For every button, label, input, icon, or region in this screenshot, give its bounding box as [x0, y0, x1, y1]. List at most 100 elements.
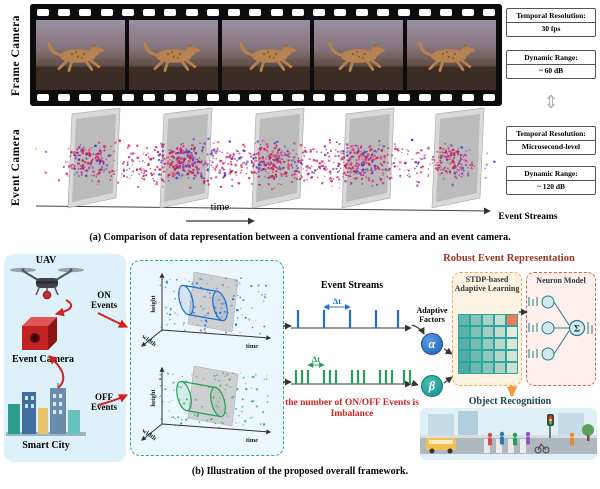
adaptive-factors-label: Adaptive Factors: [416, 306, 448, 325]
stdp-cell: [506, 338, 518, 350]
stdp-cell: [470, 326, 482, 338]
sigma-symbol: Σ: [574, 324, 580, 334]
neuron-model-diagram: Σ: [528, 295, 593, 361]
imbalance-note: the number of ON/OFF Events is Imbalance: [285, 398, 419, 419]
sprocket-hole: [143, 9, 156, 16]
svg-text:time: time: [246, 343, 258, 350]
off-spike-train: Δt: [291, 354, 412, 388]
film-frame: [221, 20, 311, 90]
compare-updown-arrow-icon: ⇕: [543, 92, 559, 112]
uav-label: UAV: [35, 255, 57, 266]
off-events-scatter-plot: height time width: [140, 365, 272, 444]
off-slice-cylinder: [176, 380, 226, 418]
frame-dynamic-range-box: Dynamic Range: ~ 60 dB: [506, 50, 596, 79]
stdp-cell: [458, 338, 470, 350]
sprocket-hole: [461, 9, 474, 16]
stdp-weight-grid: [458, 314, 518, 374]
stdp-cell: [494, 362, 506, 374]
sprocket-hole: [270, 9, 283, 16]
smart-city-label: Smart City: [22, 440, 70, 451]
sprocket-hole: [482, 9, 495, 16]
sprocket-hole: [376, 94, 389, 101]
sprocket-hole: [313, 9, 326, 16]
sprocket-hole: [121, 94, 134, 101]
spec-value: 30 fps: [541, 23, 561, 33]
stdp-cell: [506, 362, 518, 374]
film-frame: [314, 20, 404, 90]
caption-b: (b) Illustration of the proposed overall…: [191, 466, 409, 477]
sprocket-hole: [440, 94, 453, 101]
event-dynamic-range-box: Dynamic Range: ~ 120 dB: [506, 166, 596, 195]
sprocket-hole: [228, 9, 241, 16]
on-spikes: [296, 310, 400, 328]
film-frame: [407, 20, 496, 90]
sprocket-hole: [291, 9, 304, 16]
film-strip: [30, 4, 502, 106]
sprocket-hole: [397, 94, 410, 101]
sprocket-hole: [37, 94, 49, 101]
stdp-cell: [458, 314, 470, 326]
svg-text:time: time: [246, 437, 258, 444]
event-camera-row-label: Event Camera: [10, 128, 22, 206]
off-spikes: [294, 370, 412, 384]
stdp-cell: [482, 350, 494, 362]
frame-temporal-resolution-box: Temporal Resolution: 30 fps: [506, 8, 596, 37]
smart-city-icon: [6, 383, 86, 436]
sprocket-hole: [419, 94, 432, 101]
spec-label: Temporal Resolution:: [507, 127, 595, 141]
cyclist: [534, 443, 550, 454]
spec-label: Temporal Resolution:: [507, 9, 595, 23]
sprocket-hole: [58, 9, 71, 16]
input-spikes: [528, 297, 538, 358]
svg-text:Δt: Δt: [333, 296, 341, 306]
sprocket-hole: [461, 94, 474, 101]
stdp-cell: [494, 314, 506, 326]
film-frame: [128, 20, 218, 90]
on-spike-train: Δt: [291, 296, 412, 332]
event-points: [35, 137, 496, 191]
sprocket-hole: [249, 9, 262, 16]
stdp-cell: [470, 362, 482, 374]
street-scene-illustration: [420, 408, 597, 460]
on-events-scatter-plot: height time width: [140, 271, 272, 350]
stdp-cell: [494, 338, 506, 350]
stdp-cell: [494, 326, 506, 338]
event-cloud: [35, 107, 496, 215]
time-axis-label: time: [210, 202, 230, 213]
neuron-model-label: Neuron Model: [536, 276, 586, 285]
sprocket-hole: [206, 9, 219, 16]
event-camera-label: Event Camera: [12, 354, 74, 365]
output-spikes: [587, 322, 593, 334]
spec-value: Microsecond-level: [521, 141, 581, 151]
sprocket-hole: [100, 94, 113, 101]
event-temporal-resolution-box: Temporal Resolution: Microsecond-level: [506, 126, 596, 155]
object-recognition-label: Object Recognition: [468, 396, 552, 407]
film-sprocket-row-bottom: [37, 94, 495, 101]
sprocket-hole: [185, 94, 198, 101]
stdp-cell: [470, 350, 482, 362]
sprocket-hole: [143, 94, 156, 101]
drone-icon: [10, 267, 84, 300]
event-camera-cube-icon: [22, 317, 57, 350]
film-frames: [36, 20, 496, 90]
sprocket-hole: [185, 9, 198, 16]
stdp-cell: [482, 314, 494, 326]
sprocket-hole: [355, 9, 368, 16]
sprocket-hole: [58, 94, 71, 101]
sprocket-hole: [79, 9, 92, 16]
pedestrians: [487, 431, 575, 446]
stdp-cell: [494, 350, 506, 362]
caption-a: (a) Comparison of data representation be…: [89, 232, 511, 243]
sprocket-hole: [334, 94, 347, 101]
sprocket-hole: [249, 94, 262, 101]
sprocket-hole: [270, 94, 283, 101]
stdp-cell: [482, 362, 494, 374]
stdp-cell: [506, 326, 518, 338]
sprocket-hole: [397, 9, 410, 16]
sprocket-hole: [164, 9, 177, 16]
robust-representation-title: Robust Event Representation: [443, 253, 575, 264]
on-events-label: ON Events: [90, 290, 117, 311]
sprocket-hole: [100, 9, 113, 16]
sprocket-hole: [313, 94, 326, 101]
